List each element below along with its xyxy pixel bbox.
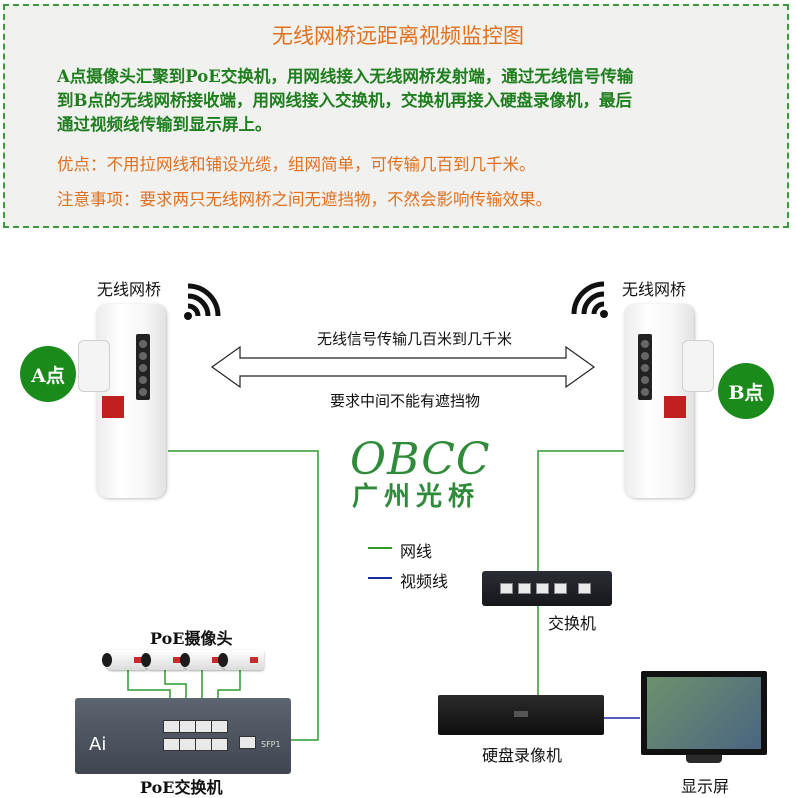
company-logo-cn: 广州光桥 — [352, 482, 481, 512]
point-a-badge: A点 — [20, 346, 76, 402]
bridge-label-sticker — [102, 396, 124, 418]
nvr-device — [438, 695, 604, 735]
monitor-stand — [686, 755, 722, 763]
bridge-led-panel — [136, 334, 150, 400]
wireless-link-arrow — [210, 345, 596, 389]
wifi-signal-icon — [571, 281, 608, 318]
poe-camera-4 — [218, 650, 264, 670]
description-line-1: A点摄像头汇聚到PoE交换机，用网线接入无线网桥发射端，通过无线信号传输 — [57, 67, 634, 86]
bridge-left-label: 无线网桥 — [97, 280, 162, 299]
advantage-text: 优点：不用拉网线和铺设光缆，组网简单，可传输几百到几千米。 — [57, 155, 536, 174]
link-bottom-text: 要求中间不能有遮挡物 — [330, 392, 481, 410]
poe-switch-brand: Ai — [89, 734, 107, 755]
bridge-mount-clamp — [682, 340, 714, 392]
legend-video-label: 视频线 — [400, 572, 449, 591]
monitor-screen — [647, 677, 761, 749]
sfp-label: SFP1 — [261, 740, 281, 749]
point-b-badge: B点 — [718, 363, 774, 419]
diagram-title: 无线网桥远距离视频监控图 — [272, 24, 524, 48]
wireless-bridge-right — [624, 304, 714, 498]
cable-left-bridge-to-poe — [168, 450, 319, 741]
description-line-3: 通过视频线传输到显示屏上。 — [57, 115, 272, 134]
bridge-led-panel — [638, 334, 652, 400]
cable-right-bridge-to-switch — [537, 450, 624, 571]
nvr-label: 硬盘录像机 — [482, 746, 563, 765]
poe-switch-label: PoE交换机 — [140, 778, 223, 797]
description-line-2: 到B点的无线网桥接收端，用网线接入交换机，交换机再接入硬盘录像机，最后 — [57, 91, 632, 110]
legend-network-label: 网线 — [400, 542, 433, 561]
wireless-bridge-left — [78, 304, 166, 498]
bridge-right-label: 无线网桥 — [622, 280, 687, 299]
monitor-label: 显示屏 — [681, 777, 730, 796]
display-monitor — [641, 671, 767, 755]
poe-camera-1 — [102, 650, 148, 670]
poe-switch: Ai SFP1 — [75, 698, 291, 774]
info-panel: 无线网桥远距离视频监控图 A点摄像头汇聚到PoE交换机，用网线接入无线网桥发射端… — [3, 4, 789, 228]
poe-camera-3 — [180, 650, 226, 670]
bridge-label-sticker — [664, 396, 686, 418]
wifi-signal-icon — [184, 283, 221, 320]
bridge-mount-clamp — [78, 340, 110, 392]
company-logo-text: OBCC — [350, 434, 491, 485]
poe-camera-2 — [141, 650, 187, 670]
switch-label: 交换机 — [548, 614, 597, 633]
link-top-text: 无线信号传输几百米到几千米 — [317, 330, 513, 348]
network-switch — [482, 571, 612, 606]
cameras-label: PoE摄像头 — [150, 629, 233, 648]
note-text: 注意事项：要求两只无线网桥之间无遮挡物，不然会影响传输效果。 — [57, 190, 552, 209]
